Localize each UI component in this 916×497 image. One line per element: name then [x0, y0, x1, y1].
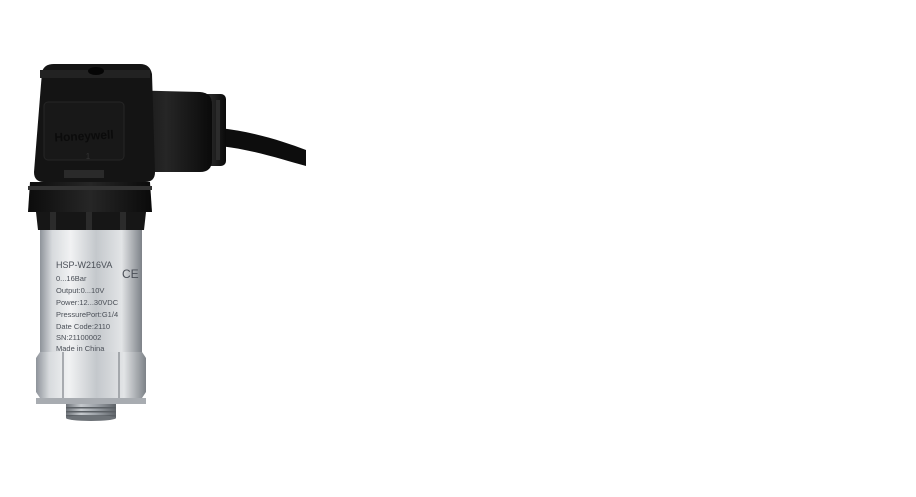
origin-text: Made in China: [56, 344, 105, 353]
connector-mark: 1: [86, 152, 91, 161]
port-text: PressurePort:G1/4: [56, 310, 118, 319]
cable: [220, 128, 306, 166]
din-connector: Honeywell 1: [34, 64, 155, 182]
hex-fitting: [36, 352, 146, 404]
brand-logo: Honeywell: [54, 127, 114, 144]
output-text: Output:0...10V: [56, 286, 104, 295]
threaded-port: [66, 404, 116, 421]
ce-mark: CE: [122, 267, 139, 281]
hex-collar: [28, 182, 152, 230]
model-text: HSP-W216VA: [56, 260, 112, 270]
housing-label: HSP-W216VA 0...16Bar Output:0...10V Powe…: [56, 260, 119, 353]
power-text: Power:12...30VDC: [56, 298, 119, 307]
serial-text: SN:21100002: [56, 333, 101, 342]
steel-housing: CE: [40, 230, 142, 352]
date-code-text: Date Code:2110: [56, 322, 110, 331]
range-text: 0...16Bar: [56, 274, 87, 283]
